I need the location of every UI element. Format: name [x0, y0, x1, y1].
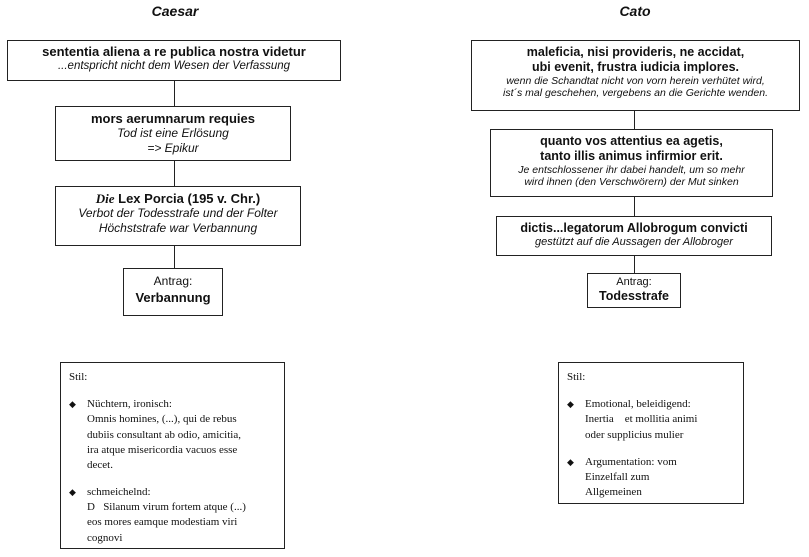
caesar-stil-item-1-line-3: dubiis consultant ab odio, amicitia,: [87, 428, 241, 441]
cato-title: Cato: [619, 3, 651, 19]
caesar-connector-2: [174, 161, 175, 186]
cato-stil-item-1-line-3: oder supplicius mulier: [585, 428, 684, 441]
cato-stil-item-1-line-1: Emotional, beleidigend:: [585, 398, 691, 411]
caesar-connector-1: [174, 81, 175, 106]
caesar-box-lex-porcia: Die Lex Porcia (195 v. Chr.) Verbot der …: [55, 186, 301, 246]
diamond-bullet-icon: ◆: [69, 399, 76, 410]
caesar-stil-item-2-line-2: D Silanum virum fortem atque (...): [87, 501, 246, 514]
caesar-box-mors-german-1: Tod ist eine Erlösung: [117, 126, 229, 141]
caesar-box-mors-german-2: => Epikur: [147, 140, 199, 155]
cato-stil-item-2-line-2: Einzelfall zum: [585, 470, 650, 483]
caesar-stil-item-2-line-4: cognovi: [87, 531, 123, 544]
caesar-box-lex-porcia-prefix: Die: [95, 191, 115, 206]
caesar-antrag-label: Antrag:: [153, 274, 193, 288]
cato-antrag-label: Antrag:: [616, 276, 652, 288]
caesar-box-lex-porcia-latin-line: Die Lex Porcia (195 v. Chr.): [56, 191, 300, 206]
cato-box-dictis: dictis...legatorum Allobrogum convicti g…: [496, 216, 772, 256]
cato-stil-item-2: ◆ Argumentation: vom Einzelfall zum Allg…: [567, 455, 735, 501]
caesar-stil-item-1-line-4: ira atque misericordia vacuos esse: [87, 443, 238, 456]
caesar-box-sententia: sententia aliena a re publica nostra vid…: [7, 40, 341, 81]
cato-connector-1: [634, 111, 635, 129]
caesar-box-sententia-german: ...entspricht nicht dem Wesen der Verfas…: [57, 60, 291, 73]
cato-antrag-value: Todesstrafe: [599, 289, 669, 303]
cato-connector-3: [634, 256, 635, 273]
cato-box-maleficia-latin-2: ubi evenit, frustra iudicia implores.: [532, 59, 739, 74]
cato-box-maleficia-german-1: wenn die Schandtat nicht von vorn herein…: [506, 74, 765, 87]
cato-connector-2: [634, 197, 635, 216]
cato-box-quanto-latin-2: tanto illis animus infirmior erit.: [540, 148, 723, 163]
caesar-box-lex-porcia-latin: Lex Porcia (195 v. Chr.): [118, 191, 261, 206]
diamond-bullet-icon: ◆: [567, 456, 574, 467]
caesar-stil-item-2-line-1: schmeichelnd:: [87, 486, 151, 499]
caesar-stil-item-2-line-3: eos mores eamque modestiam viri: [87, 516, 238, 529]
caesar-connector-3: [174, 246, 175, 268]
cato-box-maleficia: maleficia, nisi provideris, ne accidat, …: [471, 40, 800, 111]
cato-box-antrag: Antrag: Todesstrafe: [587, 273, 681, 308]
caesar-box-antrag: Antrag: Verbannung: [123, 268, 223, 316]
diamond-bullet-icon: ◆: [567, 399, 574, 410]
cato-stil-item-2-line-3: Allgemeinen: [585, 486, 642, 499]
caesar-stil-item-1-line-5: decet.: [87, 458, 113, 471]
caesar-stil-item-1-line-1: Nüchtern, ironisch:: [87, 398, 172, 411]
caesar-box-mors: mors aerumnarum requies Tod ist eine Erl…: [55, 106, 291, 161]
cato-stil-box: Stil: ◆ Emotional, beleidigend: Inertia …: [558, 362, 744, 504]
caesar-box-sententia-latin: sententia aliena a re publica nostra vid…: [42, 44, 306, 59]
caesar-title: Caesar: [151, 3, 199, 19]
caesar-stil-box: Stil: ◆ Nüchtern, ironisch: Omnis homine…: [60, 362, 285, 549]
cato-box-quanto-latin-1: quanto vos attentius ea agetis,: [540, 134, 723, 148]
cato-box-quanto: quanto vos attentius ea agetis, tanto il…: [490, 129, 773, 197]
caesar-antrag-value: Verbannung: [135, 290, 211, 305]
caesar-stil-item-1: ◆ Nüchtern, ironisch: Omnis homines, (..…: [69, 397, 276, 473]
cato-stil-heading: Stil:: [567, 371, 586, 383]
caesar-stil-heading: Stil:: [69, 371, 88, 383]
caesar-box-mors-latin: mors aerumnarum requies: [90, 111, 255, 126]
cato-stil-item-1: ◆ Emotional, beleidigend: Inertia et mol…: [567, 397, 735, 443]
cato-box-dictis-german: gestützt auf die Aussagen der Allobroger: [535, 235, 733, 248]
diamond-bullet-icon: ◆: [69, 487, 76, 498]
caesar-box-lex-porcia-german-2: Höchststrafe war Verbannung: [98, 220, 258, 235]
cato-box-dictis-latin: dictis...legatorum Allobrogum convicti: [520, 221, 748, 235]
caesar-stil-item-2: ◆ schmeichelnd: D Silanum virum fortem a…: [69, 485, 276, 546]
cato-stil-item-1-line-2: Inertia et mollitia animi: [585, 413, 698, 426]
cato-stil-item-2-line-1: Argumentation: vom: [585, 455, 677, 468]
cato-box-quanto-german-1: Je entschlossener ihr dabei handelt, um …: [518, 163, 745, 176]
cato-box-quanto-german-2: wird ihnen (den Verschwörern) der Mut si…: [524, 176, 739, 189]
cato-box-maleficia-german-2: ist´s mal geschehen, vergebens an die Ge…: [503, 87, 768, 100]
caesar-stil-item-1-line-2: Omnis homines, (...), qui de rebus: [87, 413, 237, 426]
cato-box-maleficia-latin-1: maleficia, nisi provideris, ne accidat,: [526, 45, 745, 59]
caesar-box-lex-porcia-german-1: Verbot der Todesstrafe und der Folter: [78, 206, 278, 221]
